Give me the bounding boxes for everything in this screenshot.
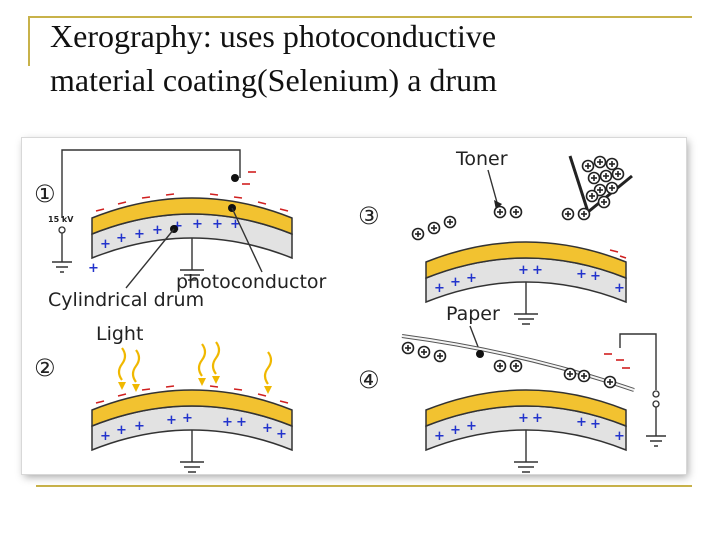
step-2-label: ② [34, 354, 56, 382]
svg-text:+: + [152, 223, 163, 238]
drum-pointer [125, 228, 175, 289]
step-1-label: ① [34, 180, 56, 208]
toner-label: Toner [455, 148, 508, 170]
svg-text:+: + [614, 281, 625, 296]
panel-4-transfer: ④ Paper ++ + ++ ++ + [358, 303, 666, 473]
svg-text:+: + [262, 421, 273, 436]
frame-left-line [28, 16, 30, 66]
svg-text:+: + [532, 263, 543, 278]
toner-pointer [487, 169, 499, 207]
svg-text:+: + [182, 411, 193, 426]
panel-1-charging: ① 15 kV ++ ++ ++ ++ + photoconductor C [34, 149, 327, 311]
drum-label: Cylindrical drum [48, 289, 204, 311]
svg-text:+: + [466, 271, 477, 286]
svg-text:+: + [192, 217, 203, 232]
photoconductor-label: photoconductor [176, 271, 327, 293]
svg-text:+: + [236, 415, 247, 430]
svg-text:+: + [532, 411, 543, 426]
svg-text:+: + [166, 413, 177, 428]
svg-text:+: + [518, 263, 529, 278]
svg-text:+: + [450, 275, 461, 290]
svg-text:+: + [116, 423, 127, 438]
photoconductor-pointer [231, 207, 263, 273]
ground-symbol [52, 233, 72, 273]
svg-text:+: + [576, 267, 587, 282]
corona-wire [231, 174, 239, 182]
panel-2-exposure: ② Light ++ + ++ ++ [34, 323, 293, 473]
charging-wire [61, 149, 241, 218]
svg-text:+: + [222, 415, 233, 430]
toner-hopper [568, 155, 633, 214]
svg-text:+: + [276, 427, 287, 442]
svg-text:+: + [518, 411, 529, 426]
svg-text:+: + [100, 237, 111, 252]
svg-text:+: + [172, 219, 183, 234]
drum-3: ++ + ++ ++ + [425, 241, 627, 325]
svg-text:+: + [134, 419, 145, 434]
frame-top-line [28, 16, 692, 18]
step-4-label: ④ [358, 366, 380, 394]
svg-text:+: + [116, 231, 127, 246]
svg-text:+: + [466, 419, 477, 434]
title-line-2: material coating(Selenium) a drum [50, 62, 497, 98]
terminal [58, 226, 66, 234]
svg-text:+: + [576, 415, 587, 430]
diagram-svg: ① 15 kV ++ ++ ++ ++ + photoconductor C [34, 148, 666, 473]
transfer-wire [619, 333, 657, 390]
xerography-diagram: ① 15 kV ++ ++ ++ ++ + photoconductor C [22, 138, 686, 474]
svg-text:+: + [614, 429, 625, 444]
panel-3-toner: ③ Toner ++ + ++ ++ + [358, 148, 633, 325]
svg-text:+: + [212, 217, 223, 232]
svg-text:+: + [230, 217, 241, 232]
drum-1: ++ ++ ++ ++ [91, 193, 293, 281]
slide-title: Xerography: uses photoconductive materia… [50, 14, 690, 102]
svg-text:+: + [100, 429, 111, 444]
drum-2: ++ + ++ ++ ++ [91, 385, 293, 473]
light-label: Light [96, 323, 143, 345]
step-3-label: ③ [358, 202, 380, 230]
svg-text:+: + [134, 227, 145, 242]
frame-bottom-line [36, 485, 692, 487]
paper-label: Paper [446, 303, 500, 325]
ground-symbol-2 [646, 407, 666, 447]
voltage-label: 15 kV [48, 215, 74, 224]
svg-text:+: + [434, 429, 445, 444]
svg-text:+: + [434, 281, 445, 296]
svg-text:+: + [450, 423, 461, 438]
light-rays [117, 341, 273, 385]
svg-text:+: + [590, 417, 601, 432]
svg-text:+: + [88, 261, 99, 276]
title-line-1: Xerography: uses photoconductive [50, 18, 497, 54]
drum-4: ++ + ++ ++ + [425, 389, 627, 473]
svg-text:+: + [590, 269, 601, 284]
